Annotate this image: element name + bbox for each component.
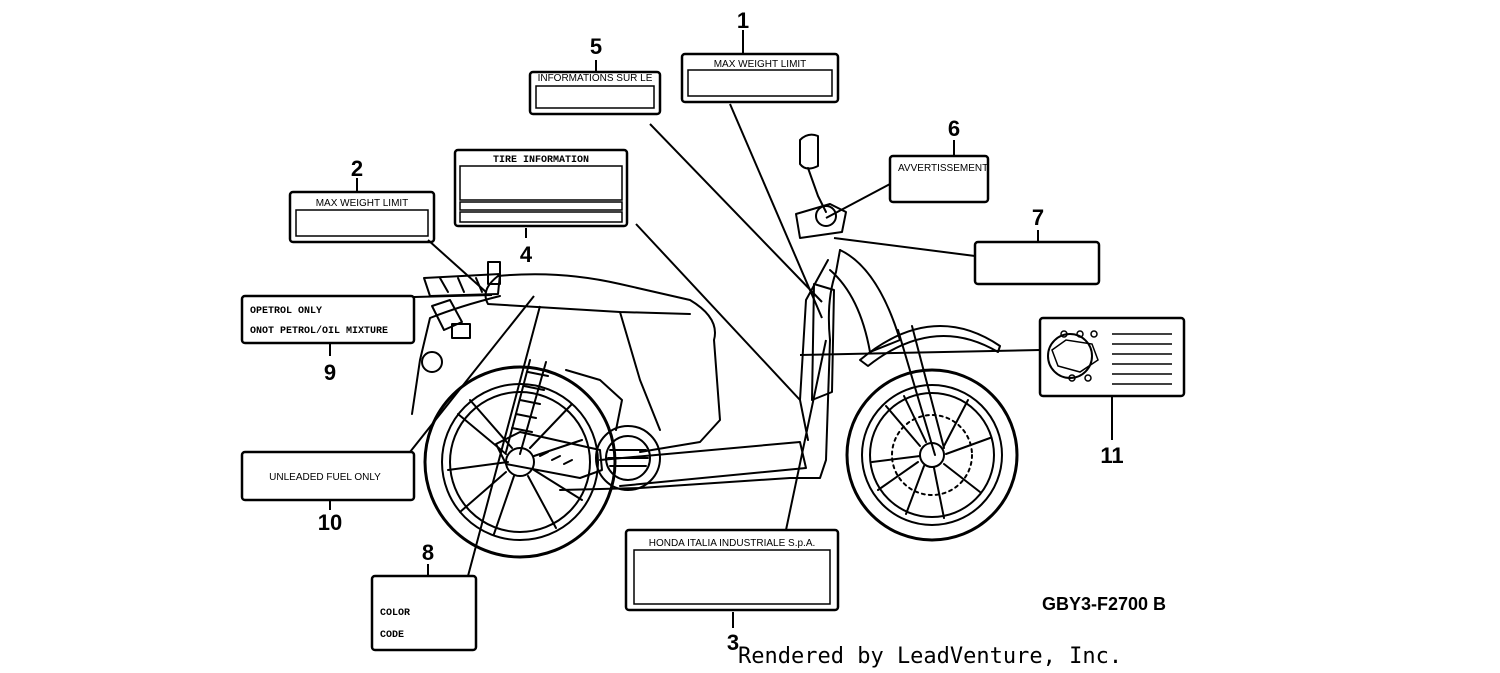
label-9-line2: ONOT PETROL/OIL MIXTURE <box>250 325 388 337</box>
label-8-box <box>370 574 478 652</box>
front-wheel <box>845 368 1019 542</box>
scooter-illustration <box>411 133 1019 559</box>
callout-5: 5 <box>590 34 602 59</box>
label-3-text: HONDA ITALIA INDUSTRIALE S.p.A. <box>649 538 816 549</box>
label-1-box <box>680 52 840 104</box>
callout-10: 10 <box>318 510 342 535</box>
callout-4: 4 <box>520 242 533 267</box>
label-6-text: AVVERTISSEMENT <box>898 163 988 174</box>
label-5-text: INFORMATIONS SUR LE <box>538 73 653 84</box>
diagram-code: GBY3-F2700 B <box>1042 594 1166 614</box>
callout-6: 6 <box>948 116 960 141</box>
label-11-box <box>1038 316 1186 398</box>
label-2-text: MAX WEIGHT LIMIT <box>316 198 409 209</box>
label-4-text: TIRE INFORMATION <box>493 155 589 166</box>
label-3-box <box>624 528 840 612</box>
label-9-box <box>240 294 416 345</box>
callout-11: 11 <box>1100 443 1123 468</box>
callout-1: 1 <box>737 8 749 33</box>
callout-7: 7 <box>1032 205 1044 230</box>
label-10-box <box>240 450 416 502</box>
callout-3: 3 <box>727 630 739 655</box>
callout-9: 9 <box>324 360 336 385</box>
callout-8: 8 <box>422 540 434 565</box>
label-1-text: MAX WEIGHT LIMIT <box>714 59 807 70</box>
label-2-box <box>288 190 436 244</box>
leader-lines <box>329 30 1113 628</box>
label-5-box <box>528 70 662 116</box>
label-7-box <box>973 240 1101 286</box>
label-6-box <box>888 154 990 204</box>
label-9-line1: OPETROL ONLY <box>250 306 322 317</box>
footer-credit: Rendered by LeadVenture, Inc. <box>738 644 1122 669</box>
label-10-text: UNLEADED FUEL ONLY <box>269 472 381 483</box>
label-8-line1: COLOR <box>380 608 410 619</box>
callout-2: 2 <box>351 156 363 181</box>
label-4-box <box>453 148 629 228</box>
label-8-line2: CODE <box>380 630 404 641</box>
